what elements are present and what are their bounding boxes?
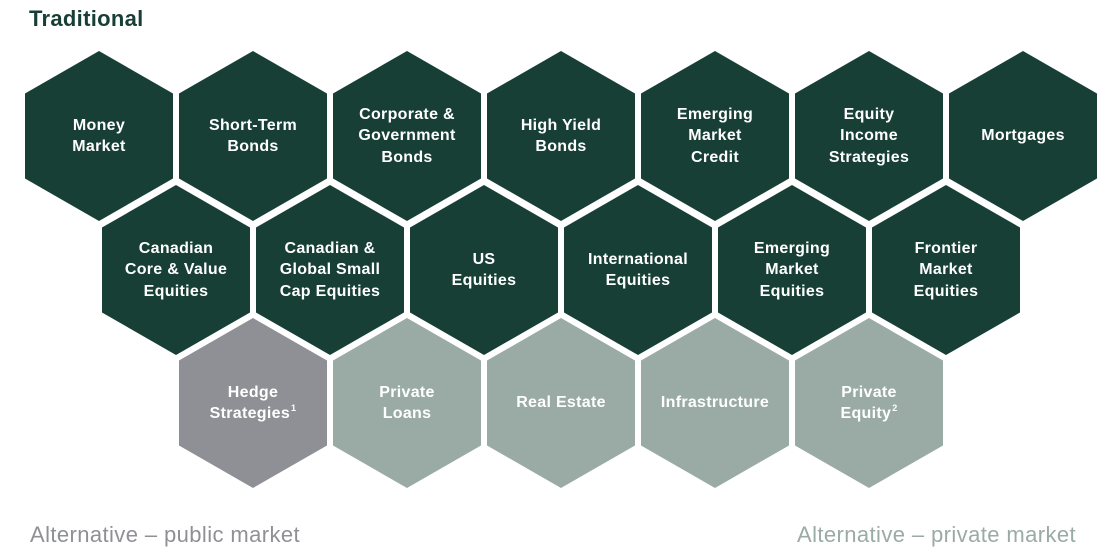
hex-label: US Equities	[452, 249, 517, 292]
hex-label-line: Bonds	[227, 138, 279, 155]
traditional-heading: Traditional	[29, 6, 144, 31]
hex-label-line: Equities	[143, 282, 209, 300]
hex-label-line: Market	[919, 261, 973, 279]
hex-label-line: Equity	[840, 405, 892, 422]
footnote-marker: 1	[291, 403, 297, 413]
hex-label-line: Equities	[759, 282, 825, 300]
hex-label-line: International	[588, 250, 688, 268]
hex-label-line: Real Estate	[516, 394, 606, 412]
hex-label-line: Income	[840, 127, 898, 145]
hex-label-line: High Yield	[520, 116, 602, 134]
hex-label-line: Strategies	[209, 405, 291, 422]
hex-label-line: Mortgages	[981, 127, 1065, 145]
hex-label: Mortgages	[981, 125, 1065, 147]
hex-label-line: Short-Term	[208, 116, 298, 134]
hex-label-line: Equity	[843, 105, 895, 123]
hex-real-estate: Real Estate	[487, 318, 635, 488]
hex-label-line: Canadian	[138, 239, 214, 257]
hex-label-line: Canadian &	[284, 239, 376, 257]
hex-label-line: Bonds	[381, 148, 433, 166]
hex-label-line: Credit	[690, 148, 739, 166]
hex-label-line: Market	[765, 261, 819, 279]
hex-us-equities: US Equities	[410, 185, 558, 355]
hex-label-line: Corporate &	[359, 105, 455, 123]
hex-label-line: Government	[358, 127, 456, 145]
hex-label-line-wrap: Equity2	[840, 403, 897, 425]
hex-label-line: Market	[72, 138, 126, 155]
hex-label-line: Frontier	[914, 239, 978, 257]
hex-label-line: Cap Equities	[279, 282, 381, 300]
hex-label-line: Market	[688, 127, 742, 145]
hex-label-line: Private	[841, 383, 897, 401]
hex-label-line: Loans	[382, 405, 432, 422]
hex-label-line: Equities	[605, 272, 671, 289]
hex-label-line: Hedge	[227, 383, 279, 401]
hex-label-line: Bonds	[535, 138, 587, 155]
hex-label-line: Equities	[451, 272, 517, 289]
hex-label-line: Strategies	[828, 148, 910, 166]
hex-infrastructure: Infrastructure	[641, 318, 789, 488]
hex-label-line: Money	[72, 116, 126, 134]
hex-mortgages: Mortgages	[949, 51, 1097, 221]
alternative-public-heading: Alternative – public market	[30, 522, 301, 547]
hex-label-line: Emerging	[676, 105, 754, 123]
footnote-marker: 2	[892, 403, 898, 413]
hex-label-line: Global Small	[279, 261, 381, 279]
hex-label-line-wrap: Strategies1	[210, 403, 297, 425]
hex-label-line: Private	[379, 383, 435, 401]
hex-label: Real Estate	[516, 392, 606, 414]
hex-label-line: US	[472, 250, 496, 268]
hex-label-line: Emerging	[753, 239, 831, 257]
hex-label-line: Infrastructure	[660, 394, 770, 412]
hex-label-line: Core & Value	[124, 261, 228, 279]
hex-label: Infrastructure	[661, 392, 769, 414]
hex-label-line: Equities	[913, 282, 979, 300]
alternative-private-heading: Alternative – private market	[797, 522, 1076, 547]
